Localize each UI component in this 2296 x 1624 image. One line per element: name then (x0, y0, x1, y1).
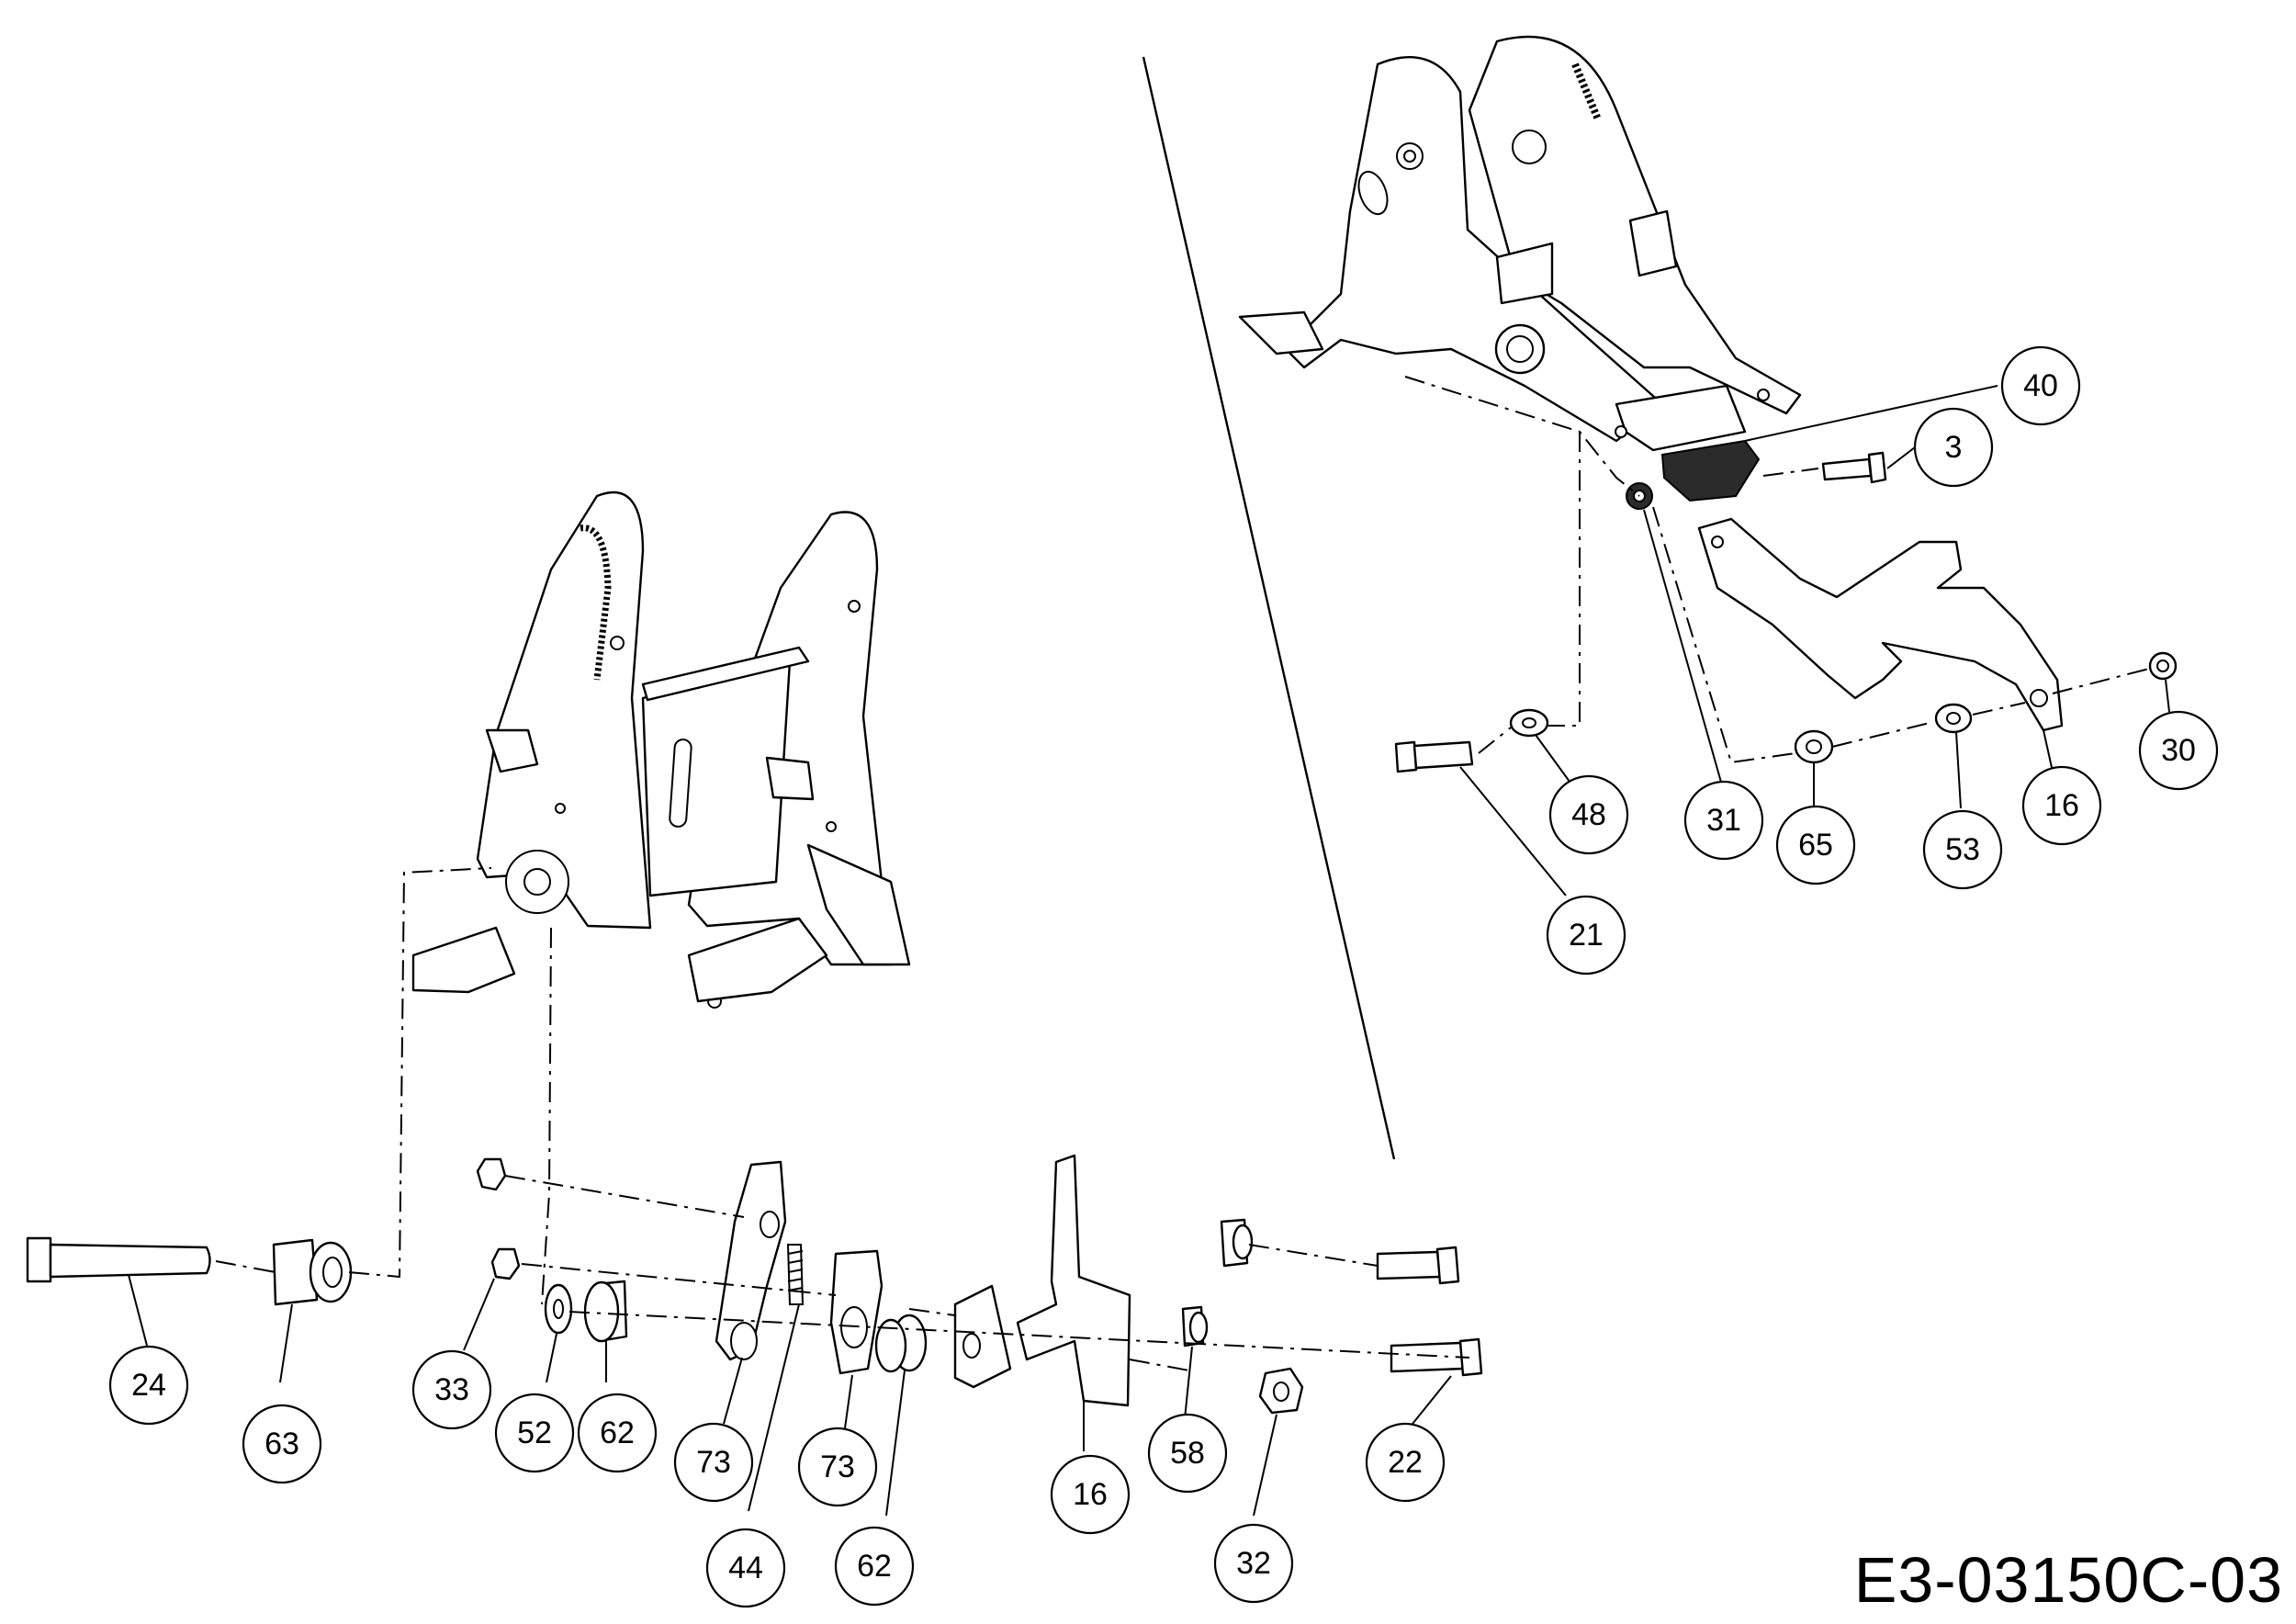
callout-63: 63 (242, 1404, 322, 1484)
callout-24: 24 (108, 1345, 189, 1426)
callout-62b-label: 62 (857, 1549, 892, 1584)
callout-21-label: 21 (1569, 918, 1604, 953)
callout-62a-label: 62 (600, 1415, 635, 1450)
callout-62b: 62 (834, 1526, 915, 1607)
callout-16a-label: 16 (1073, 1477, 1108, 1512)
callout-65: 65 (1775, 805, 1856, 885)
callout-16a: 16 (1050, 1454, 1131, 1535)
callout-22-label: 22 (1388, 1445, 1423, 1480)
callout-58: 58 (1147, 1413, 1228, 1494)
callout-33: 33 (411, 1349, 492, 1430)
drawing-code: E3-03150C-03 (1853, 1544, 2283, 1616)
view-divider-line (1142, 56, 1396, 1160)
callout-73b-label: 73 (820, 1449, 855, 1484)
callout-44-label: 44 (728, 1551, 763, 1585)
callout-32-label: 32 (1236, 1546, 1271, 1581)
left-assembly-lines (215, 867, 1470, 1372)
leader-lines (128, 385, 2170, 1517)
callout-30-label: 30 (2161, 733, 2196, 768)
callout-53-label: 53 (1945, 832, 1980, 867)
callout-44: 44 (705, 1528, 786, 1608)
callout-48-label: 48 (1571, 797, 1606, 832)
right-assembly-lines (1404, 376, 2150, 764)
callout-30: 30 (2138, 710, 2219, 791)
callout-32: 32 (1213, 1523, 1294, 1604)
right-hardware (1394, 439, 2178, 773)
left-frame-assembly (411, 491, 911, 1009)
callout-3: 3 (1913, 407, 1994, 488)
callout-31: 31 (1683, 780, 1764, 861)
callout-16b-label: 16 (2044, 788, 2079, 823)
callout-31-label: 31 (1706, 803, 1741, 838)
callout-3-label: 3 (1945, 430, 1963, 465)
callout-63-label: 63 (264, 1427, 299, 1461)
callout-40-label: 40 (2023, 368, 2058, 403)
callout-52-label: 52 (517, 1415, 552, 1450)
callout-62a: 62 (577, 1393, 658, 1473)
left-hardware (26, 1154, 1483, 1415)
callout-16b: 16 (2021, 765, 2102, 846)
callout-48: 48 (1548, 774, 1629, 855)
callout-22: 22 (1365, 1422, 1446, 1503)
callout-21: 21 (1546, 895, 1626, 976)
callout-52: 52 (494, 1393, 575, 1473)
callout-24-label: 24 (131, 1368, 166, 1403)
callout-65-label: 65 (1798, 828, 1833, 863)
callout-73a: 73 (673, 1422, 754, 1503)
callout-73b: 73 (797, 1427, 878, 1507)
callout-40: 40 (2000, 345, 2081, 426)
right-frame-assembly (1238, 35, 1802, 452)
callout-33-label: 33 (434, 1372, 469, 1407)
callout-58-label: 58 (1170, 1436, 1205, 1471)
callout-53: 53 (1922, 809, 2003, 890)
callout-73a-label: 73 (696, 1445, 731, 1480)
